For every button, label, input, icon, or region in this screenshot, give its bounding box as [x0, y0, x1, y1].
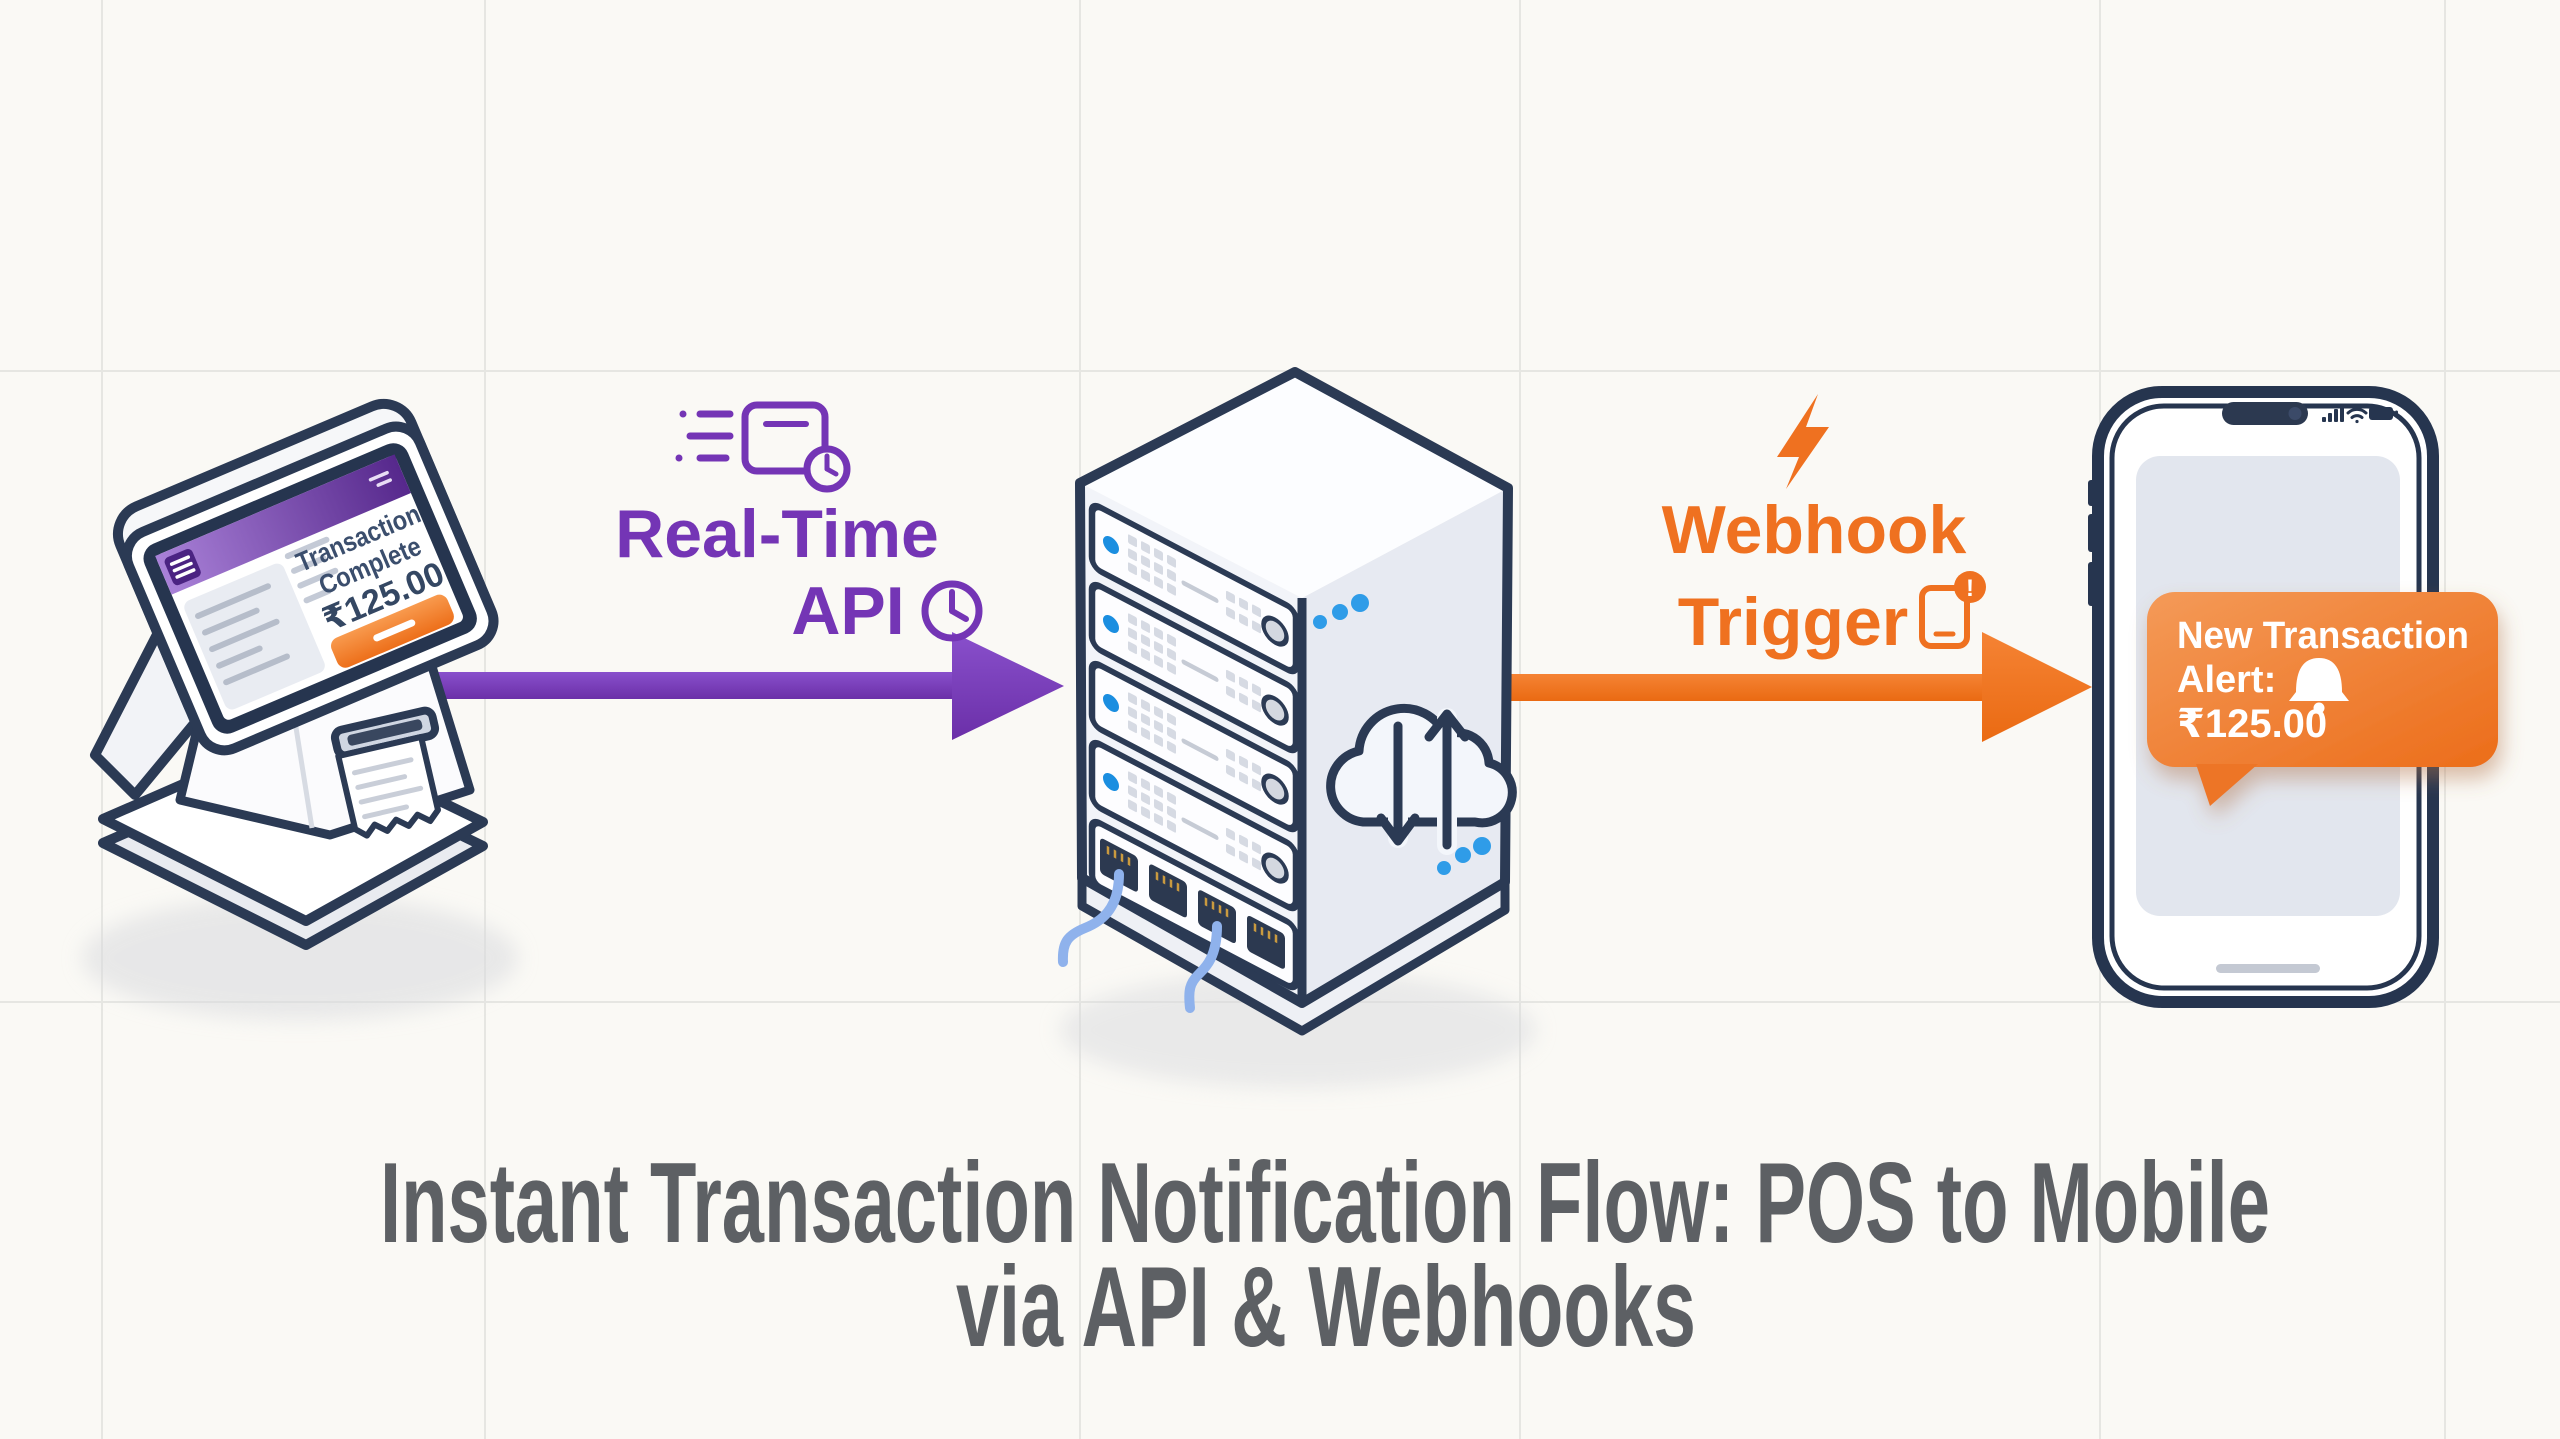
- status-bar-icons: [2322, 405, 2398, 424]
- receipt-paper: [335, 733, 441, 839]
- status-led-dots-top: [1313, 594, 1369, 629]
- webhook-arrow: [1505, 632, 2092, 742]
- speed-document-icon: [675, 401, 851, 493]
- api-arrow: [395, 632, 1064, 740]
- server-rack-rows: [1088, 503, 1300, 991]
- wifi-icon: [2346, 407, 2368, 424]
- home-indicator: [2216, 964, 2320, 973]
- api-label: Real-Time API: [615, 401, 983, 649]
- signal-icon: [2322, 405, 2344, 422]
- camera-icon: [2288, 407, 2302, 420]
- phone-alert-icon: !: [1919, 571, 1986, 649]
- title-line2: via API & Webhooks: [956, 1244, 1696, 1371]
- battery-icon: [2369, 407, 2398, 420]
- network-cables: [1057, 869, 1222, 1013]
- header-signal-glyph: [368, 470, 392, 487]
- api-label-line1: Real-Time: [615, 496, 939, 572]
- dynamic-island: [2222, 402, 2308, 425]
- lightning-bolt-icon: [1777, 394, 1829, 489]
- bubble-tail: [2196, 764, 2258, 806]
- bell-icon: [2289, 658, 2349, 714]
- clock-icon: [921, 580, 983, 642]
- item-lines: [284, 536, 339, 604]
- notification-line2: Alert:: [2177, 659, 2276, 701]
- status-led-dots-bottom: [1437, 837, 1491, 875]
- diagram-title: Instant Transaction Notification Flow: P…: [380, 1140, 2270, 1371]
- pos-screen: Transaction Complete ₹125.00: [113, 398, 499, 756]
- notification-line3: ₹125.00: [2177, 702, 2327, 746]
- receipt-lines: [195, 583, 290, 686]
- server: [1057, 367, 1536, 1088]
- pos-screen-header: [155, 454, 411, 595]
- api-label-line2: API: [791, 573, 904, 649]
- pos-receipt-printer: [330, 706, 441, 839]
- side-buttons: [2088, 480, 2096, 606]
- receipt-list-panel: [184, 563, 325, 710]
- title-line1: Instant Transaction Notification Flow: P…: [380, 1140, 2270, 1267]
- cloud-sync-icon: [1326, 703, 1517, 855]
- ethernet-ports: [1088, 818, 1300, 991]
- webhook-label-line2: Trigger: [1678, 584, 1909, 660]
- alert-badge: !: [1966, 575, 1974, 602]
- webhook-label-line1: Webhook: [1662, 492, 1967, 568]
- webhook-label: Webhook Trigger !: [1662, 394, 1986, 660]
- hamburger-menu-icon: [164, 548, 201, 586]
- notification-line1: New Transaction: [2177, 615, 2469, 657]
- notification-bubble: New Transaction Alert: ₹125.00: [2147, 592, 2498, 806]
- pos-terminal: Transaction Complete ₹125.00: [82, 398, 518, 1020]
- pos-shadow: [82, 896, 518, 1020]
